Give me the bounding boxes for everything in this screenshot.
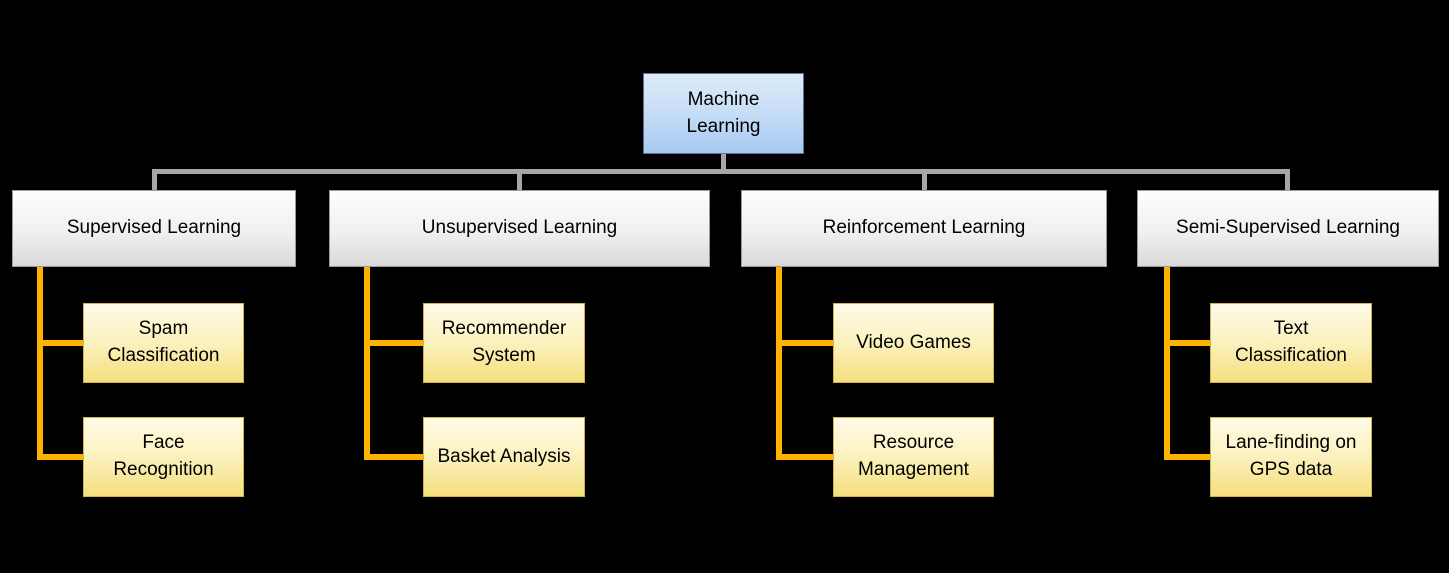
- connector-child-elbow-2a: [364, 340, 423, 346]
- connector-children-spine-2: [364, 267, 370, 460]
- connector-branch-stub-2: [517, 169, 522, 191]
- connector-child-elbow-1b: [37, 454, 83, 460]
- node-machine-learning: Machine Learning: [643, 73, 804, 154]
- node-supervised-learning: Supervised Learning: [12, 190, 296, 267]
- connector-child-elbow-1a: [37, 340, 83, 346]
- connector-child-elbow-4b: [1164, 454, 1210, 460]
- node-label: Resource Management: [858, 432, 969, 480]
- node-video-games: Video Games: [833, 303, 994, 383]
- node-label: Video Games: [856, 331, 971, 353]
- node-label: Recommender System: [441, 318, 567, 366]
- connector-child-elbow-2b: [364, 454, 423, 460]
- connector-branch-stub-3: [922, 169, 927, 191]
- connector-root-stem: [721, 154, 726, 171]
- node-label: Spam Classification: [107, 318, 220, 366]
- node-label: Supervised Learning: [66, 217, 242, 239]
- node-label: Unsupervised Learning: [421, 217, 618, 239]
- node-label: Reinforcement Learning: [822, 217, 1026, 239]
- node-basket-analysis: Basket Analysis: [423, 417, 585, 497]
- connector-child-elbow-3a: [776, 340, 833, 346]
- node-unsupervised-learning: Unsupervised Learning: [329, 190, 710, 267]
- connector-children-spine-4: [1164, 267, 1170, 460]
- connector-children-spine-3: [776, 267, 782, 460]
- node-label: Semi-Supervised Learning: [1176, 217, 1400, 239]
- node-label: Text Classification: [1235, 318, 1347, 366]
- connector-branch-stub-1: [152, 169, 157, 191]
- connector-branch-stub-4: [1285, 169, 1290, 191]
- node-label: Lane-finding on GPS data: [1225, 432, 1357, 480]
- node-face-recognition: Face Recognition: [83, 417, 244, 497]
- node-semi-supervised-learning: Semi-Supervised Learning: [1137, 190, 1439, 267]
- connector-child-elbow-3b: [776, 454, 833, 460]
- connector-level1-bus: [152, 169, 1290, 174]
- node-spam-classification: Spam Classification: [83, 303, 244, 383]
- node-lane-finding-gps: Lane-finding on GPS data: [1210, 417, 1372, 497]
- node-text-classification: Text Classification: [1210, 303, 1372, 383]
- node-reinforcement-learning: Reinforcement Learning: [741, 190, 1107, 267]
- node-resource-management: Resource Management: [833, 417, 994, 497]
- connector-children-spine-1: [37, 267, 43, 460]
- node-label: Face Recognition: [113, 432, 214, 480]
- node-label: Machine Learning: [686, 88, 761, 137]
- connector-child-elbow-4a: [1164, 340, 1210, 346]
- node-label: Basket Analysis: [437, 445, 571, 467]
- node-recommender-system: Recommender System: [423, 303, 585, 383]
